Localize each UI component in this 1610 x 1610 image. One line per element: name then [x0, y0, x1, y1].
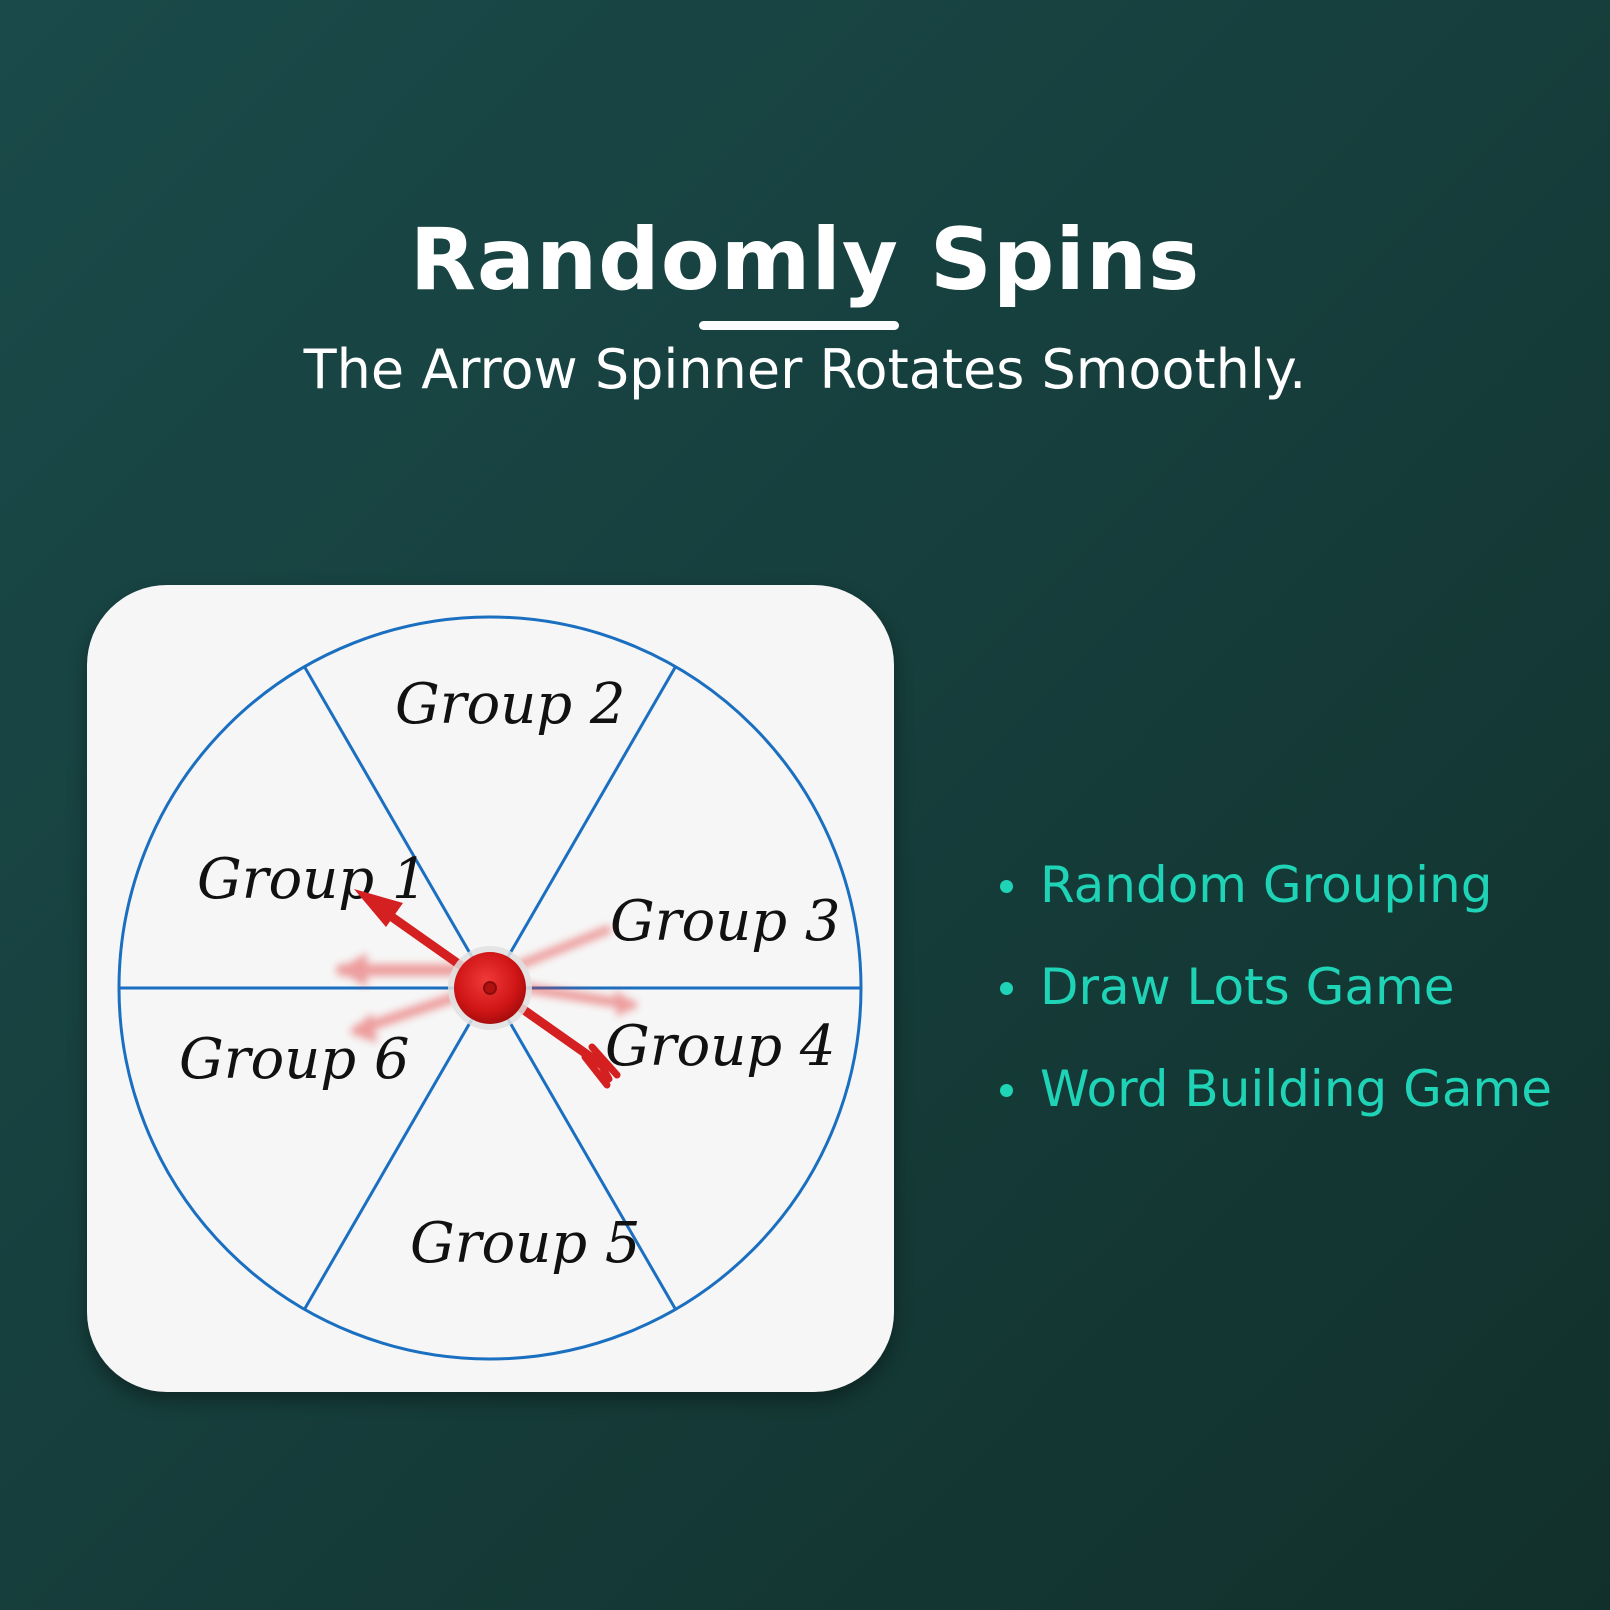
feature-label: Word Building Game	[1040, 1060, 1552, 1118]
feature-label: Draw Lots Game	[1040, 958, 1455, 1016]
bullet-dot-icon	[1000, 880, 1013, 893]
arrow-head-icon	[354, 889, 403, 927]
segment-label-group-5: Group 5	[410, 1211, 641, 1276]
segment-label-group-2: Group 2	[395, 672, 626, 737]
page-title: Randomly Spins	[409, 210, 1201, 310]
spinner-wheel: Group 1 Group 2 Group 3 Group 4 Group 5 …	[117, 615, 863, 1361]
bullet-dot-icon	[1000, 982, 1013, 995]
spinner-board: Group 1 Group 2 Group 3 Group 4 Group 5 …	[87, 585, 894, 1392]
bullet-dot-icon	[1000, 1084, 1013, 1097]
spinner-hub-pin	[483, 981, 497, 995]
segment-label-group-3: Group 3	[610, 889, 841, 954]
feature-label: Random Grouping	[1040, 856, 1493, 914]
title-underline	[699, 321, 899, 330]
arrow-tail-icon	[581, 1043, 621, 1089]
segment-label-group-4: Group 4	[605, 1014, 836, 1079]
page-subtitle: The Arrow Spinner Rotates Smoothly.	[303, 338, 1307, 401]
